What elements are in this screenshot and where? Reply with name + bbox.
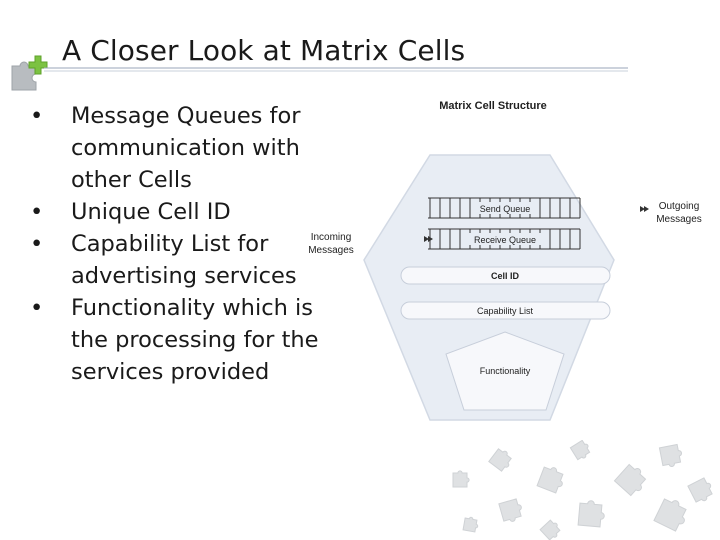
puzzle-piece xyxy=(577,500,605,528)
puzzle-pattern-icon xyxy=(452,440,713,540)
diagram-title: Matrix Cell Structure xyxy=(439,100,547,112)
bullet-text: Unique Cell ID xyxy=(71,199,231,225)
bullet-text: Message Queues for communication with ot… xyxy=(71,103,301,193)
bullet-item: • Functionality which is the processing f… xyxy=(30,292,350,388)
incoming-messages-label-line2: Messages xyxy=(308,245,354,256)
send-queue-label: Send Queue xyxy=(480,204,531,214)
capability-list-label: Capability List xyxy=(477,306,534,316)
matrix-cell-diagram: Matrix Cell Structure Send Queue Receive… xyxy=(308,100,702,421)
functionality-pentagon xyxy=(445,331,565,411)
incoming-messages-label-line1: Incoming xyxy=(311,232,352,243)
puzzle-piece xyxy=(498,498,522,522)
capability-list-pill xyxy=(400,301,611,320)
outgoing-messages-label-line2: Messages xyxy=(656,214,702,225)
puzzle-piece xyxy=(539,519,561,540)
bullet-text: Functionality which is the processing fo… xyxy=(71,295,319,385)
cell-id-pill xyxy=(400,266,611,285)
send-queue-bar: Send Queue xyxy=(428,197,581,219)
title-underline xyxy=(44,67,628,72)
bullet-marker: • xyxy=(30,231,44,257)
bullet-marker: • xyxy=(30,199,44,225)
bullet-item: • Unique Cell ID xyxy=(30,196,350,228)
puzzle-piece xyxy=(452,470,470,488)
puzzle-piece xyxy=(488,448,512,472)
outgoing-arrow-icon xyxy=(640,206,649,212)
bullet-marker: • xyxy=(30,295,44,321)
bullet-text: Capability List for advertising services xyxy=(71,231,297,289)
bullet-list: • Message Queues for communication with o… xyxy=(30,100,350,388)
outgoing-messages-label-line1: Outgoing xyxy=(659,201,700,212)
bullet-item: • Capability List for advertising service… xyxy=(30,228,350,292)
puzzle-piece xyxy=(687,477,713,503)
incoming-arrow-icon xyxy=(424,236,433,242)
puzzle-piece xyxy=(653,498,687,532)
bullet-item: • Message Queues for communication with o… xyxy=(30,100,350,196)
puzzle-piece xyxy=(536,466,564,494)
puzzle-piece xyxy=(658,443,683,468)
puzzle-piece xyxy=(569,440,591,461)
puzzle-piece xyxy=(462,516,479,533)
bullet-marker: • xyxy=(30,103,44,129)
receive-queue-label: Receive Queue xyxy=(474,235,536,245)
puzzle-piece-plus-icon xyxy=(11,55,48,91)
slide-title: A Closer Look at Matrix Cells xyxy=(62,34,466,67)
functionality-label: Functionality xyxy=(480,366,531,376)
cell-id-label: Cell ID xyxy=(491,271,520,281)
receive-queue-bar: Receive Queue xyxy=(428,228,581,250)
puzzle-piece xyxy=(613,463,647,497)
